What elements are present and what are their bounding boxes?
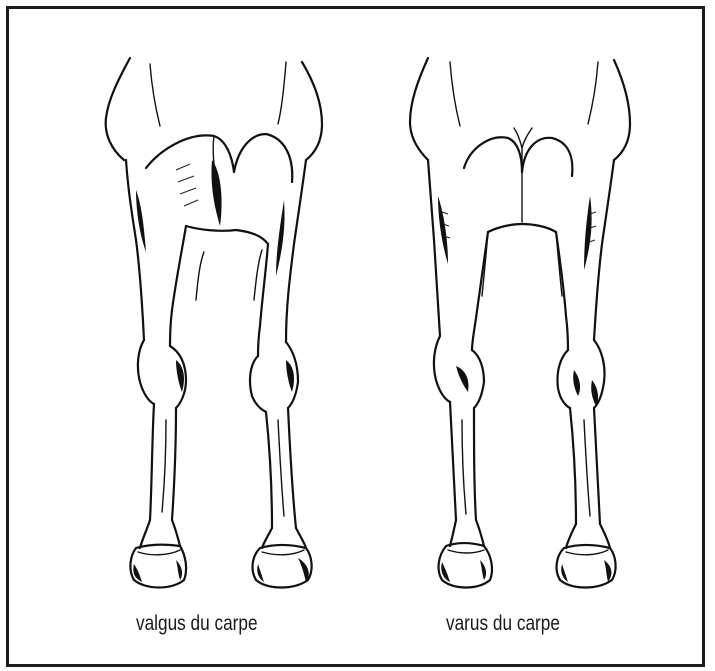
horse-forelegs-varus-icon xyxy=(410,58,630,588)
valgus-caption: valgus du carpe xyxy=(136,612,258,636)
varus-caption: varus du carpe xyxy=(446,612,560,636)
horse-forelegs-valgus-icon xyxy=(106,58,322,588)
